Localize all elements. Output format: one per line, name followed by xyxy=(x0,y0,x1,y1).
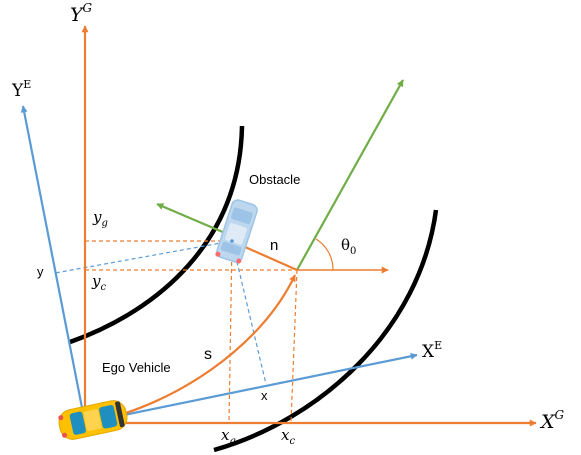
obstacle-label: Obstacle xyxy=(249,172,300,187)
y-g-label: yg xyxy=(92,208,108,229)
ego-y-axis-label: YE xyxy=(11,78,31,101)
ego-y-axis xyxy=(20,105,87,424)
obstacle-reference-point xyxy=(230,239,234,243)
normal-arrow xyxy=(235,241,298,272)
ego-x-coordinate-label: x xyxy=(261,388,268,403)
theta0-label: θ0 xyxy=(341,236,356,257)
arc-length-curve xyxy=(99,274,296,422)
ego-vehicle xyxy=(58,400,128,440)
x-c-label: xc xyxy=(281,426,295,447)
arc-length-label: s xyxy=(204,346,212,363)
road-inner-edge xyxy=(69,125,245,345)
theta-angle-arc xyxy=(315,238,334,271)
normal-distance-label: n xyxy=(270,237,278,254)
obstacle-vehicle xyxy=(215,199,258,264)
obstacle-heading-arrow xyxy=(156,202,233,238)
ego-y-coordinate-label: y xyxy=(37,264,44,279)
global-x-axis-label: XG xyxy=(539,408,565,433)
global-y-axis-label: YG xyxy=(70,1,93,26)
ego-vehicle-label: Ego Vehicle xyxy=(102,360,171,375)
ego-x-axis-label: XE xyxy=(422,339,442,362)
y-c-label: yc xyxy=(91,272,106,293)
ego-x-axis xyxy=(84,352,418,425)
heading-arrow xyxy=(296,79,404,271)
road-outer-edge xyxy=(213,209,439,453)
x-g-label: xg xyxy=(221,426,236,447)
